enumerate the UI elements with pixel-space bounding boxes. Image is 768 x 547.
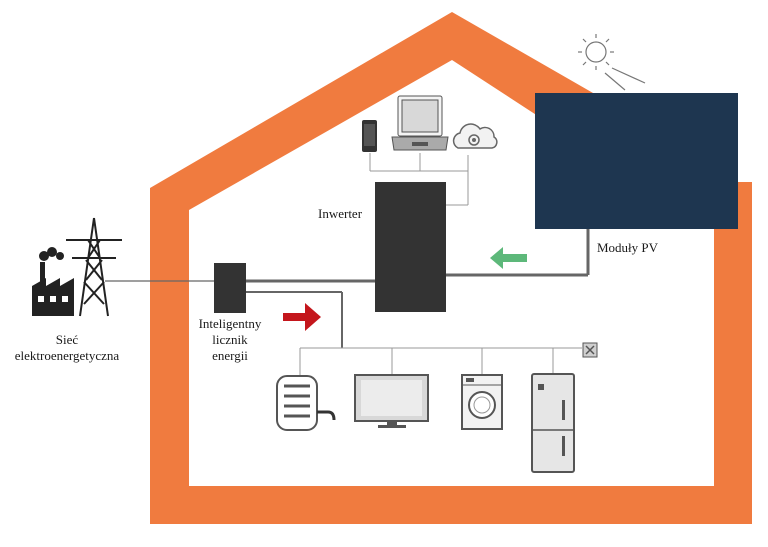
socket-icon [582, 342, 598, 358]
pv-panel [535, 93, 738, 229]
sun-icon [578, 34, 646, 91]
washing-machine-icon [461, 374, 503, 430]
smart-meter-box [214, 263, 246, 313]
laptop-icon [391, 95, 449, 151]
green-arrow [490, 247, 527, 269]
smart-meter-label: Inteligentny licznik energii [186, 316, 274, 364]
smartphone-icon [362, 120, 377, 152]
power-tower-icon [66, 217, 122, 317]
factory-icon [32, 247, 74, 316]
house-outline [150, 12, 752, 524]
grid-label-line2: elektroenergetyczna [14, 348, 120, 363]
smart-meter-label-line2: licznik [212, 332, 248, 347]
pv-modules-label: Moduły PV [597, 240, 659, 255]
tv-icon [354, 374, 429, 428]
grid-label-line1: Sieć [55, 332, 79, 347]
smart-meter-label-line1: Inteligentny [198, 316, 262, 331]
grid-label: Sieć elektroenergetyczna [2, 332, 132, 364]
inverter-label: Inwerter [318, 206, 363, 221]
water-heater-icon [276, 375, 336, 431]
cloud-icon [452, 123, 498, 149]
fridge-icon [531, 373, 575, 473]
red-arrow [283, 303, 321, 331]
inverter-box [375, 182, 446, 312]
wiring [105, 153, 590, 375]
smart-meter-label-line3: energii [212, 348, 248, 363]
